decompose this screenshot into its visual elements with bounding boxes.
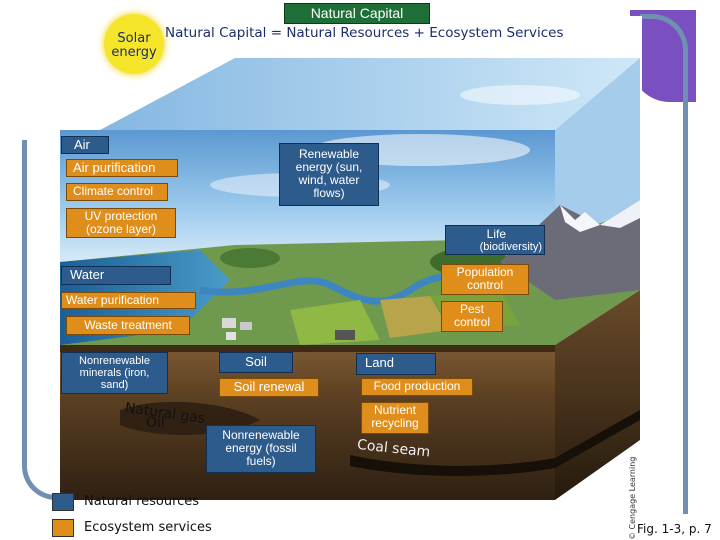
label-climate-control: Climate control: [66, 183, 168, 201]
legend-swatch-resources: [52, 493, 74, 511]
label-life-title: Life: [448, 228, 542, 241]
solar-energy-label: Solar energy: [106, 32, 162, 60]
label-waste-treatment: Waste treatment: [66, 316, 190, 335]
label-oil: Oil: [146, 415, 165, 431]
label-nonrenewable-energy: Nonrenewable energy (fossil fuels): [206, 425, 316, 473]
label-renewable-energy: Renewable energy (sun, wind, water flows…: [279, 143, 379, 206]
label-land: Land: [356, 353, 436, 375]
label-life-biodiversity: (biodiversity): [448, 241, 542, 254]
label-soil: Soil: [219, 352, 293, 373]
label-soil-renewal: Soil renewal: [219, 378, 319, 397]
header-tag: Natural Capital: [284, 3, 430, 24]
label-population-control: Population control: [441, 264, 529, 295]
figure-reference: Fig. 1-3, p. 7: [637, 522, 712, 536]
credit-text: © Cengage Learning: [628, 457, 637, 540]
label-nonrenewable-minerals: Nonrenewable minerals (iron, sand): [61, 352, 168, 394]
label-water: Water: [61, 266, 171, 285]
label-uv-protection: UV protection (ozone layer): [66, 208, 176, 238]
label-food-production: Food production: [361, 378, 473, 396]
label-water-purification: Water purification: [61, 292, 196, 309]
equation-text: Natural Capital = Natural Resources + Ec…: [165, 25, 563, 41]
label-air: Air: [61, 136, 109, 154]
legend-swatch-services: [52, 519, 74, 537]
label-pest-control: Pest control: [441, 301, 503, 332]
legend-label-services: Ecosystem services: [84, 520, 212, 535]
label-air-purification: Air purification: [66, 159, 178, 177]
label-nutrient-recycling: Nutrient recycling: [361, 402, 429, 434]
label-life: Life (biodiversity): [445, 225, 545, 255]
legend-label-resources: Natural resources: [84, 494, 199, 509]
